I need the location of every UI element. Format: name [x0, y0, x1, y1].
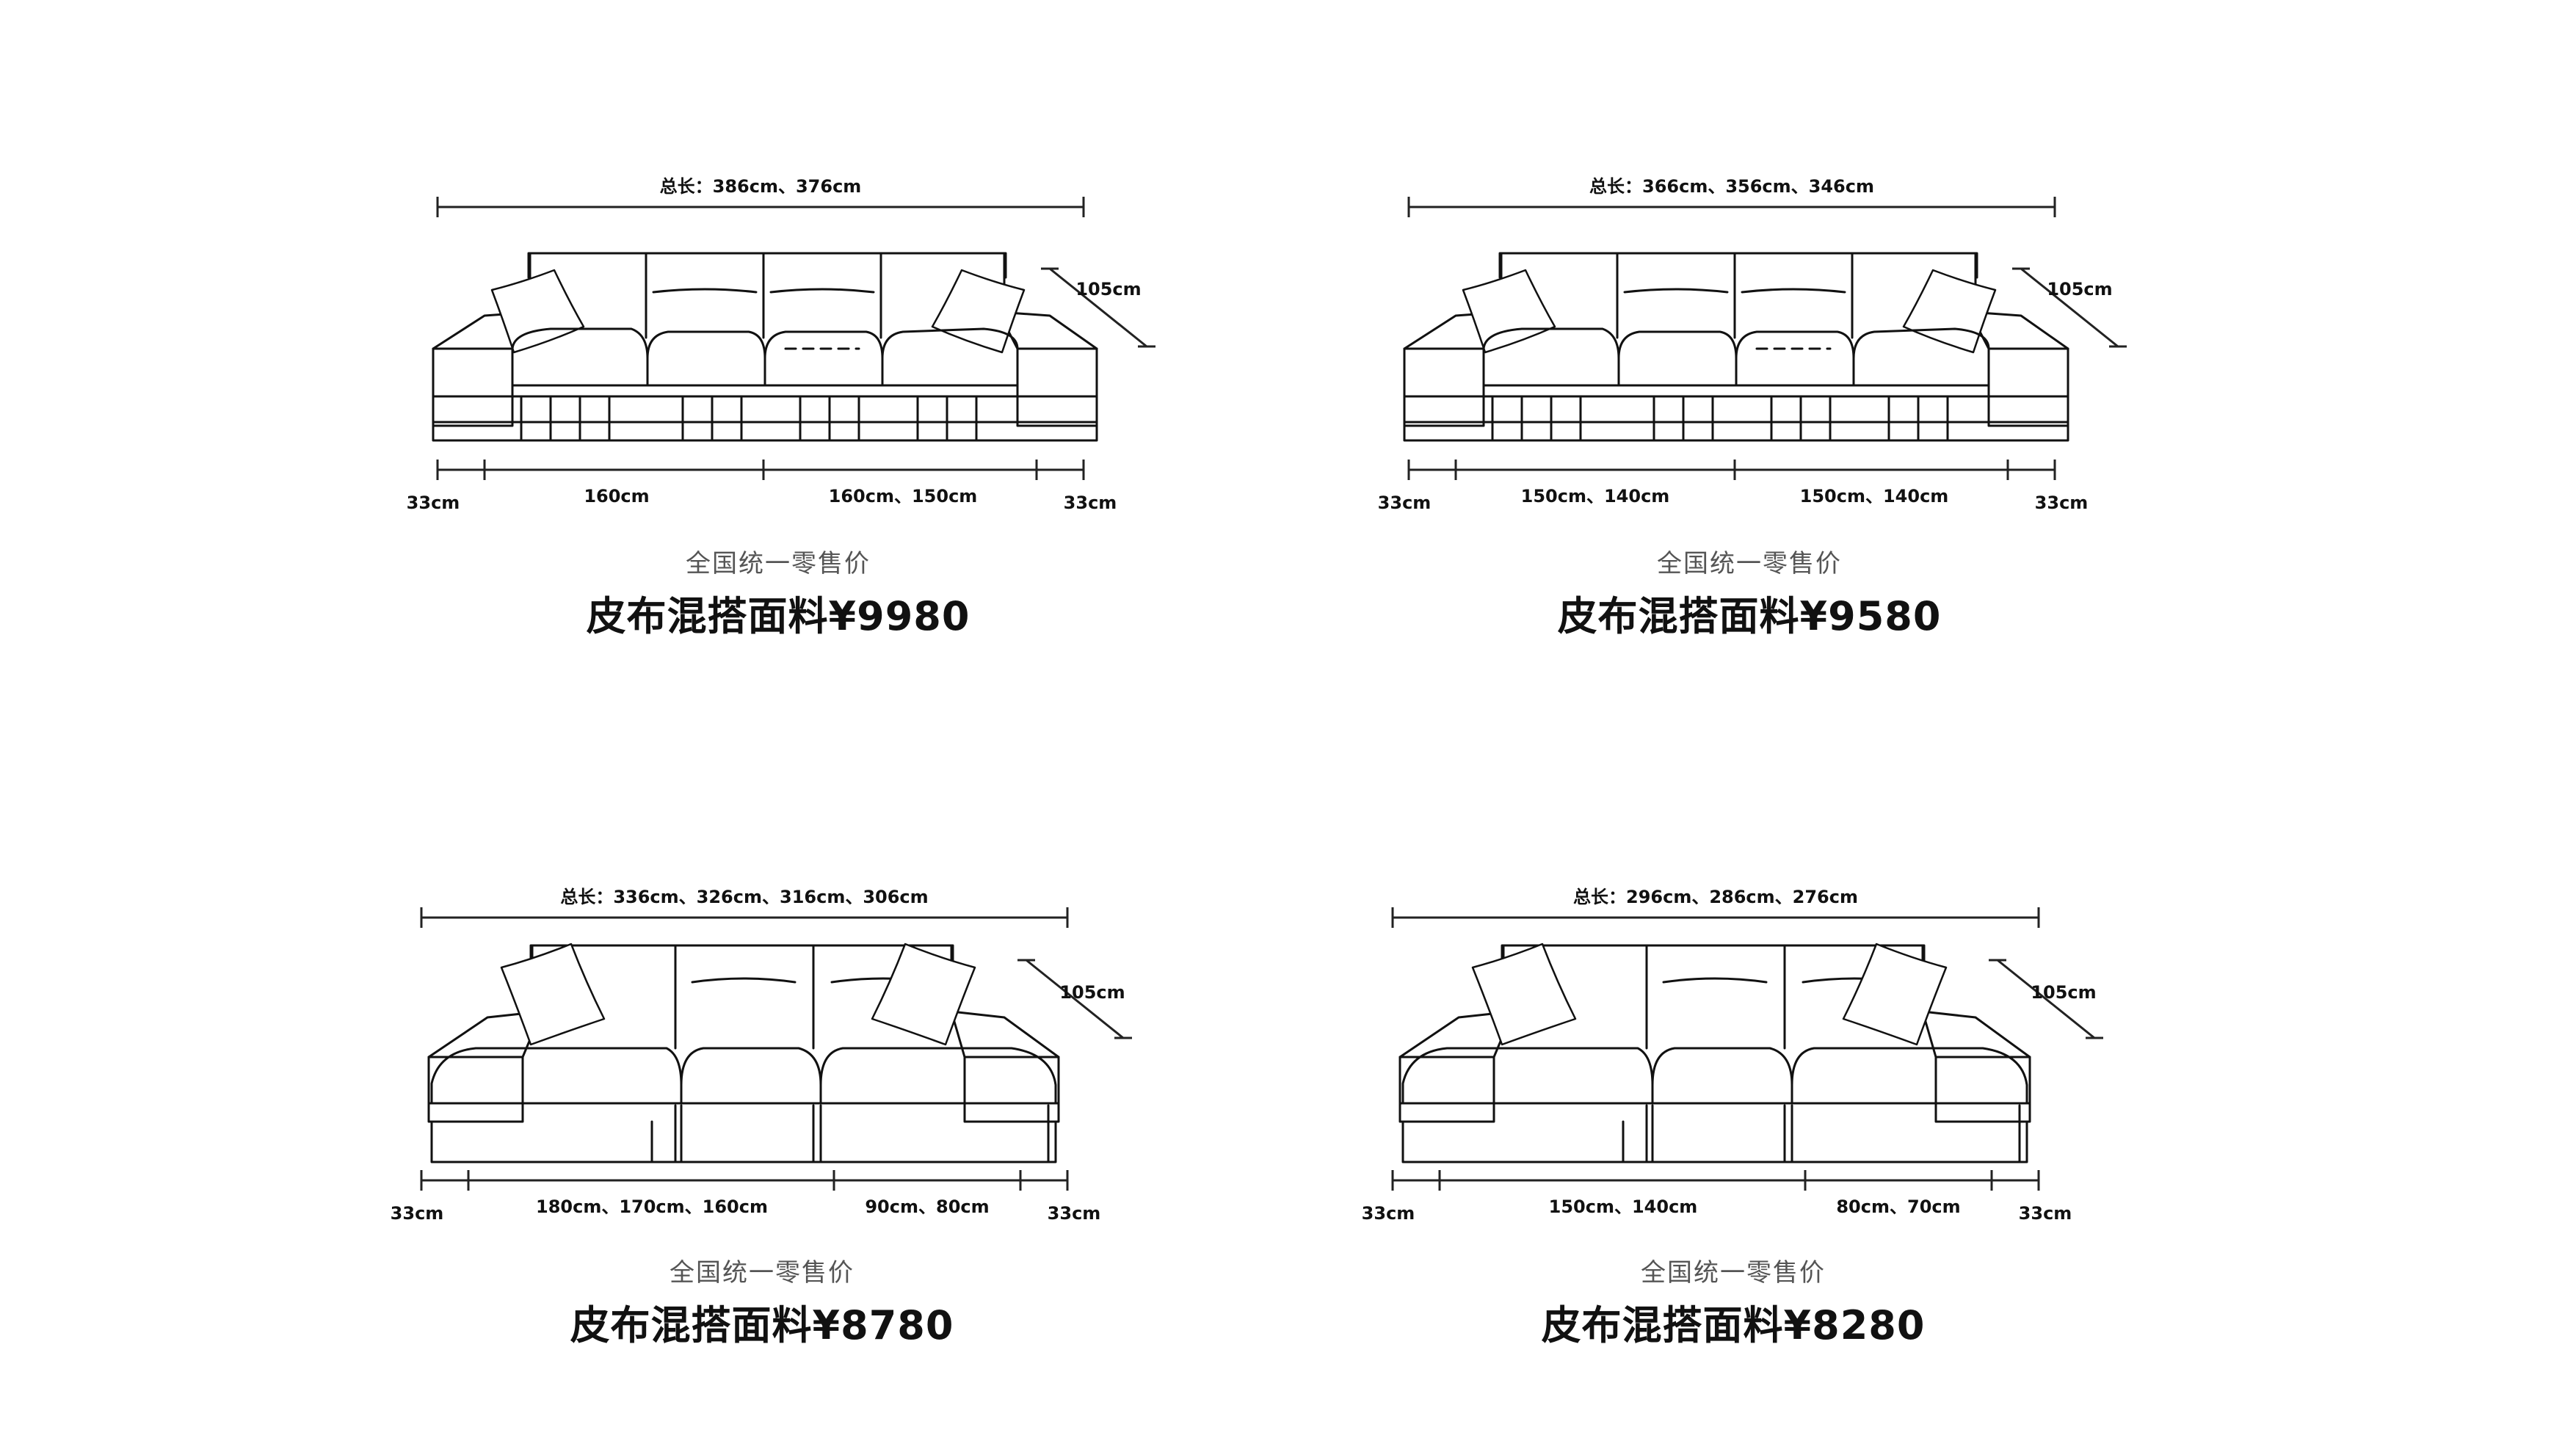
price-label: 皮布混搭面料¥9580	[1557, 593, 1942, 639]
sofa-base	[432, 395, 1098, 442]
right-arm-front	[1016, 347, 1098, 427]
seat-cushion-3	[763, 330, 884, 387]
right-pillow	[871, 943, 976, 1046]
arm-right-label: 33cm	[1064, 493, 1117, 513]
left-arm-front	[427, 1056, 524, 1123]
depth-line	[1026, 959, 1124, 1039]
left-arm-front	[432, 347, 514, 427]
left-pillow	[490, 269, 585, 354]
seat-cushion-3	[1790, 1047, 2028, 1105]
depth-line	[1997, 959, 2095, 1039]
sofa-drawing-3-seat: 总长：296cm、286cm、276cm 105cm 33cm 150cm、14…	[1362, 887, 2103, 1224]
backrest-seams	[1500, 252, 1977, 339]
right-arm-top	[950, 1010, 1060, 1058]
arm-right-label: 33cm	[1048, 1203, 1101, 1224]
right-arm-front	[1987, 347, 2069, 427]
backrest-creases	[1623, 288, 1846, 294]
sofa-base	[427, 1102, 1060, 1163]
left-pillow	[1462, 269, 1556, 354]
seat-cushion-3	[1735, 330, 1855, 387]
backrest-top	[527, 252, 1007, 279]
arm-left-label: 33cm	[391, 1203, 444, 1224]
price-label: 皮布混搭面料¥8280	[1541, 1302, 1926, 1348]
left-pillow	[500, 943, 606, 1046]
retail-subtitle: 全国统一零售价	[1641, 1258, 1826, 1288]
backrest-creases	[652, 288, 875, 294]
base-pleats	[520, 396, 978, 440]
depth-label: 105cm	[2031, 982, 2096, 1003]
seat-cushion-2	[646, 330, 766, 387]
sofa-drawing-3-seat: 总长：336cm、326cm、316cm、306cm 105cm 33	[391, 887, 1132, 1224]
sofa-panel-366: 总长：366cm、356cm、346cm 105cm 33cm 150cm、14…	[1346, 161, 2153, 719]
seat-cushion-3	[819, 1047, 1057, 1105]
arm-left-label: 33cm	[1362, 1203, 1415, 1224]
sofa-panel-336: 总长：336cm、326cm、316cm、306cm 105cm 33	[358, 872, 1166, 1430]
seg-left-label: 150cm、140cm	[1549, 1196, 1698, 1217]
seat-cushion-4	[881, 327, 1019, 387]
seat-cushion-2	[680, 1047, 822, 1105]
price-label: 皮布混搭面料¥8780	[570, 1302, 954, 1348]
seg-left-label: 160cm	[584, 486, 649, 506]
right-pillow	[931, 269, 1026, 354]
right-pillow	[1842, 943, 1948, 1046]
base-panels	[650, 1104, 1050, 1163]
seg-right-label: 160cm、150cm	[829, 486, 978, 506]
backrest-top	[1498, 252, 1978, 279]
seat-cushion-4	[1852, 327, 1990, 387]
total-length-label: 总长：336cm、326cm、316cm、306cm	[560, 887, 928, 907]
seg-right-label: 150cm、140cm	[1800, 486, 1949, 506]
depth-label: 105cm	[2047, 279, 2112, 299]
total-length-label: 总长：296cm、286cm、276cm	[1573, 887, 1858, 907]
depth-label: 105cm	[1075, 279, 1141, 299]
right-pillow	[1902, 269, 1997, 354]
retail-subtitle: 全国统一零售价	[1657, 549, 1842, 578]
sofa-drawing-4-seat: 总长：366cm、356cm、346cm 105cm 33cm 150cm、14…	[1378, 176, 2127, 513]
sofa-panel-296: 总长：296cm、286cm、276cm 105cm 33cm 150cm、14…	[1329, 872, 2137, 1430]
sofa-panel-386: 总长：386cm、376cm 105cm 33cm	[374, 161, 1182, 719]
retail-subtitle: 全国统一零售价	[686, 549, 871, 578]
sofa-base	[1403, 395, 2069, 442]
seg-right-label: 80cm、70cm	[1836, 1196, 1960, 1217]
arm-left-label: 33cm	[407, 493, 460, 513]
arm-right-label: 33cm	[2035, 493, 2089, 513]
right-arm-front	[1934, 1056, 2031, 1123]
backrest-top	[529, 944, 954, 980]
left-pillow	[1471, 943, 1577, 1046]
seat-cushion-2	[1651, 1047, 1793, 1105]
sofa-base	[1398, 1102, 2031, 1163]
backrest-seams	[529, 252, 1006, 339]
right-arm-front	[963, 1056, 1060, 1123]
left-arm-front	[1398, 1056, 1495, 1123]
depth-label: 105cm	[1059, 982, 1125, 1003]
retail-subtitle: 全国统一零售价	[670, 1258, 855, 1288]
seg-left-label: 180cm、170cm、160cm	[536, 1196, 768, 1217]
right-arm-top	[1921, 1010, 2031, 1058]
seat-cushion-2	[1617, 330, 1738, 387]
backrest-top	[1501, 944, 1926, 980]
sofa-drawing-4-seat: 总长：386cm、376cm 105cm 33cm	[407, 176, 1155, 513]
depth-line	[2020, 267, 2119, 348]
arm-left-label: 33cm	[1378, 493, 1432, 513]
left-arm-front	[1403, 347, 1485, 427]
total-length-label: 总长：366cm、356cm、346cm	[1589, 176, 1874, 197]
base-pleats	[1491, 396, 1949, 440]
base-panels	[1622, 1104, 2021, 1163]
total-length-label: 总长：386cm、376cm	[660, 176, 862, 197]
seg-right-label: 90cm、80cm	[865, 1196, 989, 1217]
arm-right-label: 33cm	[2019, 1203, 2072, 1224]
depth-line	[1049, 267, 1147, 348]
seg-left-label: 150cm、140cm	[1521, 486, 1670, 506]
price-label: 皮布混搭面料¥9980	[586, 593, 970, 639]
